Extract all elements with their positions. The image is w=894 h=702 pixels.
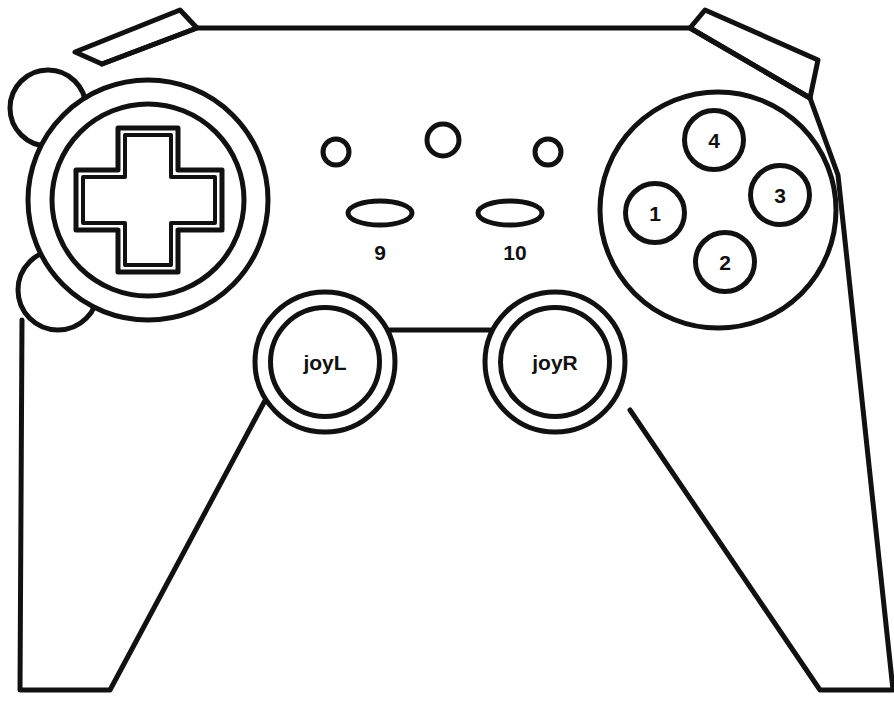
button-label: 1	[649, 203, 661, 224]
joystick-cap: joyL	[268, 305, 382, 419]
joystick-cap: joyR	[498, 305, 612, 419]
button-circle	[626, 184, 685, 243]
button-label: 2	[719, 252, 731, 273]
button-circle	[501, 308, 610, 417]
button-label: 4	[708, 130, 720, 151]
callout-number: 9	[374, 242, 386, 263]
face-button: 2	[693, 230, 757, 294]
button-label: joyR	[532, 352, 578, 373]
button-label: 3	[774, 185, 786, 206]
callout-number: 10	[503, 242, 526, 263]
button-circle	[271, 308, 380, 417]
button-circle	[696, 233, 755, 292]
face-button: 3	[748, 163, 812, 227]
button-label: joyL	[303, 352, 346, 373]
button-circle	[751, 166, 810, 225]
face-button: 1	[623, 181, 687, 245]
button-circle	[685, 111, 744, 170]
face-button: 4	[682, 108, 746, 172]
